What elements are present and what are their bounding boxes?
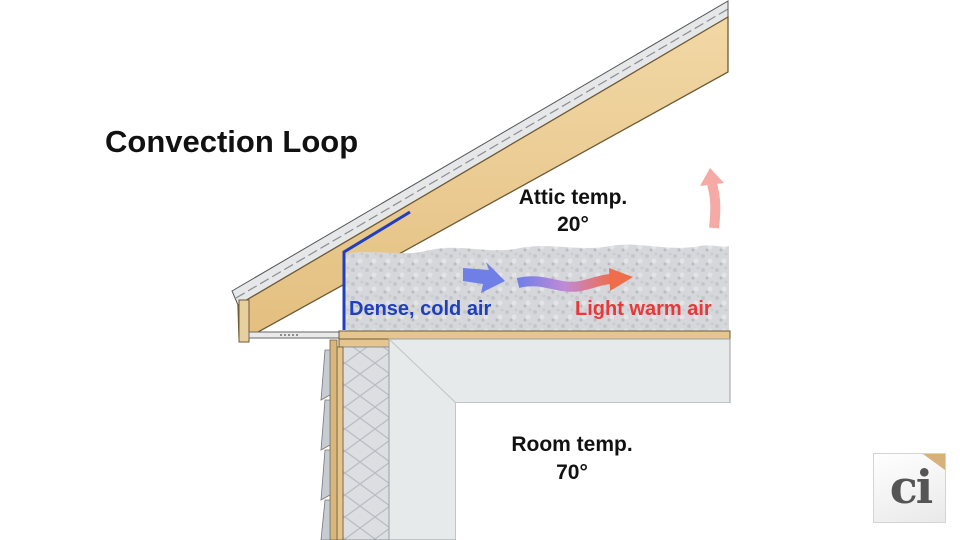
exterior-siding: [320, 339, 338, 540]
soffit: [248, 331, 342, 339]
attic-insulation: [345, 244, 729, 333]
attic-temp-value: 20°: [557, 213, 589, 236]
ci-logo: ci: [873, 453, 946, 523]
attic-temp-label: Attic temp.: [518, 186, 628, 209]
warm-air-label: Light warm air: [575, 298, 712, 320]
wall-insulation: [342, 346, 390, 540]
cold-air-arrow: [463, 262, 505, 293]
room-temperature: Room temp. 70°: [492, 431, 652, 487]
logo-text: ci: [889, 460, 933, 514]
rising-warm-air-arrow: [700, 168, 724, 229]
convection-arrow: [516, 268, 633, 292]
diagram-title: Convection Loop: [105, 124, 359, 159]
wall-stud: [336, 346, 344, 540]
fascia-board: [238, 299, 250, 343]
attic-temperature: Attic temp. 20°: [498, 184, 648, 238]
room-temp-label: Room temp.: [511, 433, 633, 456]
cold-air-label: Dense, cold air: [349, 298, 492, 320]
air-baffle: [342, 210, 411, 330]
room-drywall: [388, 338, 731, 540]
logo-page-curl-icon: [923, 454, 945, 470]
room-temp-value: 70°: [556, 461, 588, 484]
